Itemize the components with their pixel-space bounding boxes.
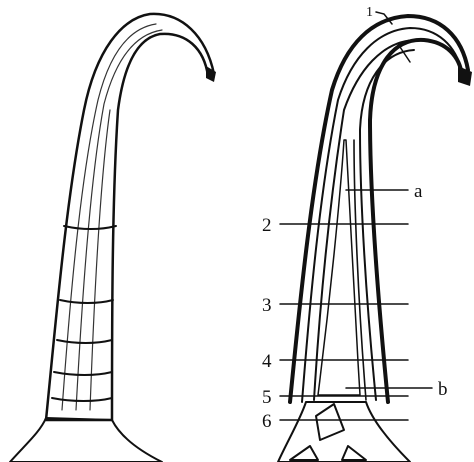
base-cavity-3 bbox=[342, 446, 366, 460]
left-growth-rings bbox=[52, 226, 116, 401]
label-6: 6 bbox=[262, 411, 272, 432]
label-3: 3 bbox=[262, 295, 272, 316]
left-horn-external bbox=[10, 14, 216, 462]
horn-section-tip bbox=[458, 66, 472, 86]
label-1: 1 bbox=[366, 5, 373, 20]
left-horn-tip bbox=[206, 66, 216, 82]
label-b: b bbox=[438, 379, 448, 400]
right-horn-section: 1 2 3 4 5 6 a b bbox=[262, 5, 472, 462]
label-a: a bbox=[414, 181, 423, 202]
label-4: 4 bbox=[262, 351, 272, 372]
base-cavity-2 bbox=[290, 446, 318, 460]
left-horn-body bbox=[46, 14, 214, 420]
left-base bbox=[10, 418, 162, 462]
horn-outer-right bbox=[370, 40, 462, 402]
label-2: 2 bbox=[262, 215, 272, 236]
base-cavity-1 bbox=[316, 404, 344, 440]
label-5: 5 bbox=[262, 387, 272, 408]
